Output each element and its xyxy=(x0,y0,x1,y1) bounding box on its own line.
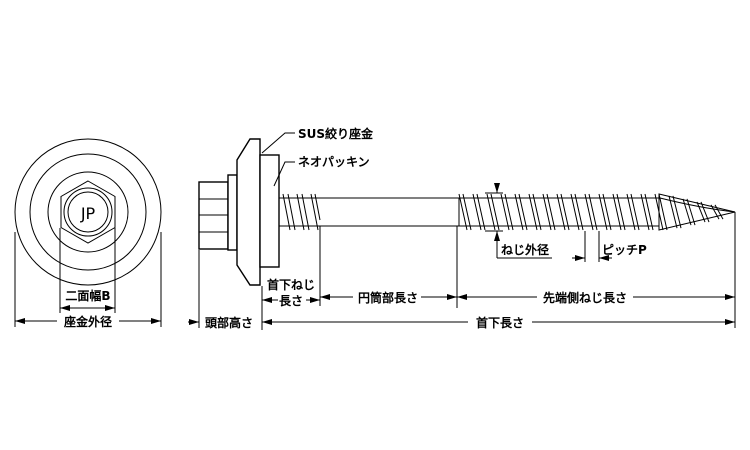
across-flats-label: 二面幅B xyxy=(65,288,110,303)
flange-circle xyxy=(47,171,129,253)
jp-logo: JP xyxy=(80,204,96,223)
thread-crest xyxy=(490,193,500,231)
thread-crest xyxy=(644,193,654,231)
head-top-circle xyxy=(63,187,113,237)
thread-crest xyxy=(588,193,598,231)
thread-crest xyxy=(626,193,636,231)
washer-diameter-label: 座金外径 xyxy=(63,314,112,329)
thread-crest xyxy=(476,193,486,231)
thread-crest xyxy=(574,193,584,231)
thread-crest xyxy=(532,193,542,231)
sus-washer xyxy=(236,138,261,286)
thread-crest xyxy=(462,193,472,231)
head-height-label: 頭部高さ xyxy=(205,315,253,330)
head-inner-circle xyxy=(67,191,109,233)
thread-crest xyxy=(616,193,626,231)
under-head-thread-label: 首下ねじ xyxy=(267,277,315,292)
thread-crest xyxy=(570,193,580,231)
thread-diameter-label: ねじ外径 xyxy=(501,242,549,257)
neo-packing-leader xyxy=(273,161,295,187)
thread-crest xyxy=(528,193,538,231)
thread-crest xyxy=(458,193,468,231)
thread-crest xyxy=(504,193,514,231)
sus-washer-label: SUS絞り座金 xyxy=(298,126,374,141)
thread-crest xyxy=(672,195,682,229)
tip-thread-length-label: 先端側ねじ長さ xyxy=(543,290,627,305)
thread-crest xyxy=(546,193,556,231)
thread-crest xyxy=(486,193,496,231)
side-view: SUS絞り座金 ネオパッキン 頭部高さ 首下ねじ 長さ 円筒部長さ 先端側ねじ長… xyxy=(188,126,736,330)
washer-outer-circle xyxy=(14,138,162,286)
thread-crest xyxy=(714,204,724,220)
thread-crest xyxy=(612,193,622,231)
thread-crest xyxy=(514,193,524,231)
thread-crest xyxy=(640,193,650,231)
thread-crest xyxy=(500,193,510,231)
thread-crest xyxy=(560,193,570,231)
hex-head xyxy=(60,180,116,244)
thread-crest xyxy=(584,193,594,231)
thread-crest xyxy=(668,195,678,229)
thread-crest xyxy=(518,193,528,231)
neo-packing-label: ネオパッキン xyxy=(298,155,370,169)
thread-crest xyxy=(602,193,612,231)
thread-crest xyxy=(686,198,696,226)
thread-crest xyxy=(556,193,566,231)
thread-crest xyxy=(472,193,482,231)
thread-crest xyxy=(658,193,668,231)
cylinder-length-label: 円筒部長さ xyxy=(358,290,418,305)
under-head-thread-label-2: 長さ xyxy=(279,293,303,308)
tip-thread xyxy=(458,193,724,231)
thread-crest xyxy=(696,201,706,223)
thread-crest xyxy=(542,193,552,231)
flange xyxy=(227,174,238,251)
screw-tip xyxy=(658,193,736,231)
pitch-label: ピッチP xyxy=(602,243,647,257)
neo-packing xyxy=(259,154,280,268)
under-head-thread xyxy=(282,193,321,231)
sus-washer-leader xyxy=(261,132,295,154)
thread-crest xyxy=(630,193,640,231)
under-head-length-label: 首下長さ xyxy=(476,315,524,330)
packing-circle xyxy=(29,153,147,271)
thread-crest xyxy=(682,198,692,226)
thread-crest xyxy=(598,193,608,231)
thread-crest xyxy=(710,204,720,220)
front-view: JP 二面幅B 座金外径 xyxy=(14,138,162,329)
